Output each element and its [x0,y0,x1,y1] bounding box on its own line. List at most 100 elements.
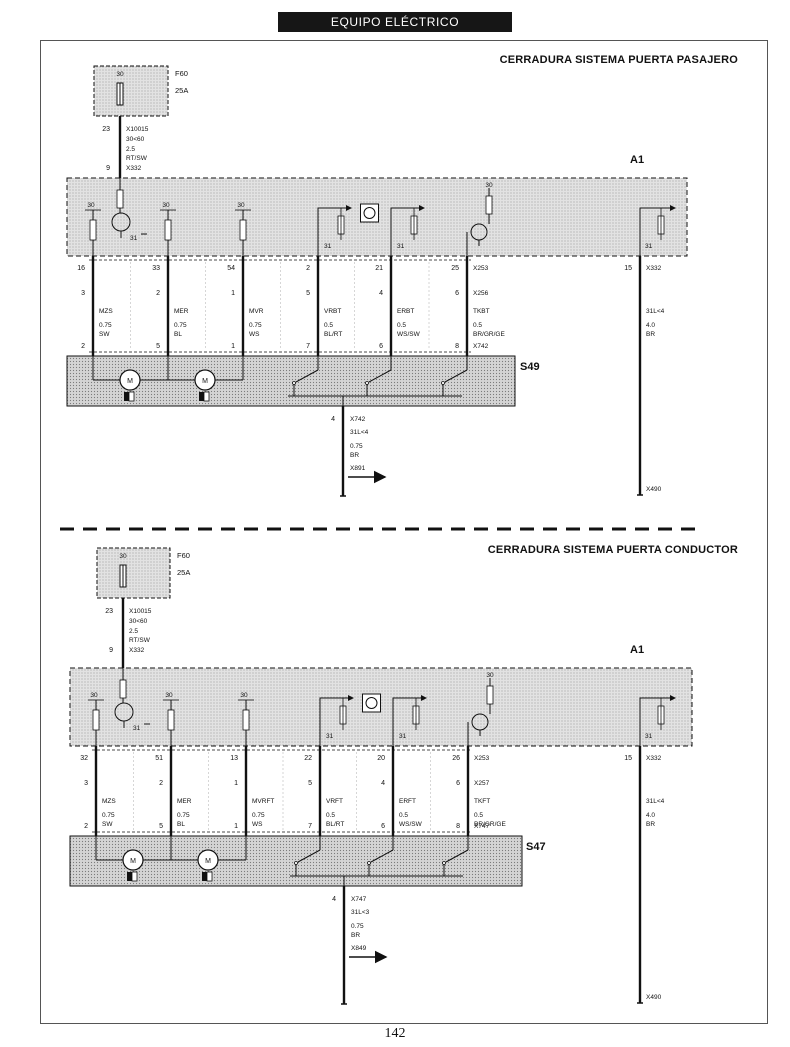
wire-top-pin: 16 [77,265,85,272]
terminal-31: 31 [324,243,332,250]
terminal-31: 31 [397,243,405,250]
component-name: S49 [520,361,540,373]
wire-color: BL/RT [326,821,344,828]
terminal-30: 30 [162,202,170,209]
wire-name: MZS [99,308,113,315]
wire-name: MVR [249,308,264,315]
ground-connector: X742 [350,416,366,423]
wire-color: BL [174,331,182,338]
fuse-name: F60 [175,69,188,78]
resistor-icon [89,219,97,241]
terminal-30: 30 [240,692,248,699]
wire-gauge: 0.5 [474,812,483,819]
wire-pin-lower: 2 [84,823,88,830]
supply-pin-bottom: 9 [106,165,110,172]
wire-name: VRBT [324,308,341,315]
wire-pin-lower: 8 [456,823,460,830]
terminal-31: 31 [130,235,138,242]
wire-pin-lower: 1 [231,343,235,350]
terminal-30: 30 [485,182,493,189]
terminal-31: 31 [326,733,334,740]
wire-name: MZS [102,798,116,805]
resistor-icon [119,679,127,699]
ground-color: BR [350,452,359,459]
wire-gauge: 0.75 [177,812,190,819]
wire-top-pin: 21 [375,265,383,272]
processor-icon [362,693,381,713]
motor-icon [122,849,144,871]
wire-top-pin: 20 [377,755,385,762]
terminal-30: 30 [486,672,494,679]
wire-color: WS/SW [399,821,423,828]
supply-pin-top: 23 [102,126,110,133]
module-ground-circuit: 31L<4 [646,798,665,805]
module-name: A1 [630,154,644,166]
wire-top-pin: 26 [452,755,460,762]
motor-label: M [205,858,211,865]
motor-icon [194,369,216,391]
wire-top-pin: 2 [306,265,310,272]
wire-gauge: 0.75 [99,322,112,329]
ground-color: BR [351,932,360,939]
wire-pin-upper: 3 [81,290,85,297]
fuse-terminal: 30 [119,553,127,560]
module-ground-pin: 15 [624,755,632,762]
wire-pin-lower: 6 [379,343,383,350]
page-number: 142 [384,1026,406,1041]
supply-circuit: 30<60 [126,136,145,143]
module-ground-end: X490 [646,994,662,1001]
wire-color: WS [249,331,260,338]
wire-connector-low: X747 [474,823,490,830]
terminal-31: 31 [399,733,407,740]
supply-pin-top: 23 [105,608,113,615]
door-lock-component-box [66,355,516,407]
motor-icon [197,849,219,871]
ground-circuit: 31L<4 [350,429,369,436]
wire-gauge: 0.5 [326,812,335,819]
resistor-icon [116,189,124,209]
motor-label: M [127,378,133,385]
supply-bottom-connector: X332 [126,165,142,172]
terminal-31: 31 [645,733,653,740]
wire-top-pin: 54 [227,265,235,272]
wire-name: MER [177,798,192,805]
module-ground-gauge: 4.0 [646,812,655,819]
wire-name: VRFT [326,798,343,805]
wire-pin-lower: 5 [159,823,163,830]
wire-color: SW [102,821,113,828]
section-title: CERRADURA SISTEMA PUERTA CONDUCTOR [488,544,738,556]
module-name: A1 [630,644,644,656]
wire-gauge: 0.75 [102,812,115,819]
wire-pin-upper: 1 [234,780,238,787]
supply-color: RT/SW [129,637,151,644]
wire-pin-upper: 5 [308,780,312,787]
wire-color: BL/RT [324,331,342,338]
wire-color: WS/SW [397,331,421,338]
switch-icon [444,369,468,383]
wire-pin-upper: 2 [156,290,160,297]
switch-icon [295,369,319,383]
wire-pin-upper: 2 [159,780,163,787]
fuse-rating: 25A [175,86,188,95]
wire-name: ERFT [399,798,416,805]
ground-connector: X747 [351,896,367,903]
wire-name: ERBT [397,308,414,315]
terminal-30: 30 [165,692,173,699]
resistor-icon [239,219,247,241]
resistor-icon [167,709,175,731]
wire-pin-lower: 1 [234,823,238,830]
wire-gauge: 0.5 [397,322,406,329]
ground-end-connector: X849 [351,945,367,952]
wire-gauge: 0.5 [399,812,408,819]
resistor-icon [92,709,100,731]
wire-connector-mid: X256 [473,290,489,297]
supply-bottom-connector: X332 [129,647,145,654]
wire-color: BR/GR/GE [473,331,505,338]
wire-pin-lower: 7 [308,823,312,830]
supply-color: RT/SW [126,155,148,162]
motor-icon [119,369,141,391]
wire-name: MVRFT [252,798,274,805]
wire-name: TKFT [474,798,490,805]
